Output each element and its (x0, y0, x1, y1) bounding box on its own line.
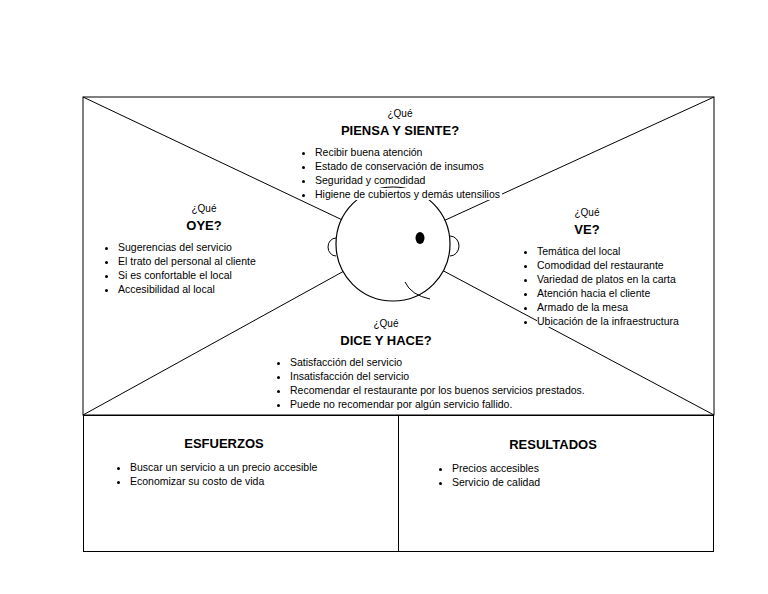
heading-line: ¿Qué (272, 313, 500, 331)
bullet-item: Precios accesibles (452, 461, 713, 475)
face-circle (336, 187, 450, 301)
section-heading: PIENSA Y SIENTE? (339, 123, 461, 139)
heading-line: RESULTADOS (399, 435, 707, 453)
section-heading: RESULTADOS (507, 437, 599, 453)
bullet-list: Temática del localComodidad del restaura… (517, 244, 707, 328)
bullet-text: Puede no recomendar por algún servicio f… (290, 398, 514, 410)
bullet-list: Satisfacción del servicioInsatisfacción … (272, 355, 602, 411)
bullet-text: Servicio de calidad (452, 476, 542, 488)
heading-line: ¿Qué (285, 103, 515, 121)
bullet-text: Estado de conservación de insumos (315, 160, 486, 172)
bullet-item: Armado de la mesa (537, 300, 707, 314)
bullet-item: Higiene de cubiertos y demás utensilios (315, 187, 515, 201)
bullet-text: Atención hacia el cliente (537, 287, 652, 299)
heading-group: ¿QuéOYE? (100, 198, 308, 234)
bullet-text: Economizar su costo de vida (130, 475, 266, 487)
question-label: ¿Qué (572, 207, 601, 219)
bullet-item: Recibir buena atención (315, 145, 515, 159)
heading-line: DICE Y HACE? (272, 331, 500, 349)
bullet-item: El trato del personal al cliente (118, 254, 308, 268)
bullet-text: Recomendar el restaurante por los buenos… (290, 384, 587, 396)
bullet-item: Estado de conservación de insumos (315, 159, 515, 173)
bullet-text: Armado de la mesa (537, 301, 630, 313)
bullet-item: Variedad de platos en la carta (537, 272, 707, 286)
bullet-item: Si es confortable el local (118, 268, 308, 282)
bullet-item: Buscar un servicio a un precio accesible (130, 460, 398, 474)
bullet-text: Insatisfacción del servicio (290, 370, 411, 382)
bullet-text: Ubicación de la infraestructura (537, 315, 681, 327)
bullet-item: Servicio de calidad (452, 475, 713, 489)
heading-line: ¿Qué (100, 198, 308, 216)
bullet-text: El trato del personal al cliente (118, 255, 258, 267)
heading-group: ¿QuéPIENSA Y SIENTE? (285, 103, 515, 139)
section-heading: OYE? (184, 218, 223, 234)
sees-region: ¿QuéVE? Temática del localComodidad del r… (517, 202, 707, 328)
heading-group: ¿QuéDICE Y HACE? (272, 313, 602, 349)
map-frame (83, 97, 714, 415)
bullet-list: Precios accesiblesServicio de calidad (399, 461, 713, 489)
face-ear (450, 236, 459, 256)
says-does-region: ¿QuéDICE Y HACE? Satisfacción del servici… (272, 313, 602, 411)
bullet-text: Temática del local (537, 245, 622, 257)
heading-group: ESFUERZOS (84, 434, 398, 452)
bullet-text: Si es confortable el local (118, 269, 234, 281)
bullet-item: Atención hacia el cliente (537, 286, 707, 300)
bullet-text: Seguridad y comodidad (315, 174, 427, 186)
bullet-item: Temática del local (537, 244, 707, 258)
bullet-item: Puede no recomendar por algún servicio f… (290, 397, 602, 411)
heading-group: RESULTADOS (399, 435, 713, 453)
question-label: ¿Qué (385, 108, 414, 120)
hears-region: ¿QuéOYE? Sugerencias del servicio El trato… (100, 198, 308, 296)
bullet-text: Higiene de cubiertos y demás utensilios (315, 188, 502, 200)
bullet-text: Sugerencias del servicio (118, 241, 234, 253)
efforts-box: ESFUERZOS Buscar un servicio a un precio … (83, 415, 399, 552)
face-ear (328, 238, 336, 256)
face-mouth (405, 282, 430, 299)
bullet-item: Recomendar el restaurante por los buenos… (290, 383, 602, 397)
section-heading: ESFUERZOS (182, 436, 265, 452)
heading-line: ESFUERZOS (84, 434, 364, 452)
heading-line: VE? (517, 220, 657, 238)
bullet-text: Recibir buena atención (315, 146, 424, 158)
heading-line: PIENSA Y SIENTE? (285, 121, 515, 139)
face-eye (416, 232, 425, 244)
thinks-feels-region: ¿QuéPIENSA Y SIENTE? Recibir buena atenci… (285, 103, 515, 201)
bullet-text: Variedad de platos en la carta (537, 273, 678, 285)
bullet-list: Recibir buena atenciónEstado de conserva… (285, 145, 515, 201)
section-heading: VE? (572, 222, 601, 238)
bullet-item: Accesibilidad al local (118, 282, 308, 296)
bullet-list: Sugerencias del servicio El trato del per… (100, 240, 308, 296)
bullet-text: Satisfacción del servicio (290, 356, 404, 368)
section-heading: DICE Y HACE? (338, 333, 433, 349)
heading-line: ¿Qué (517, 202, 657, 220)
bullet-text: Accesibilidad al local (118, 283, 217, 295)
question-label: ¿Qué (189, 203, 218, 215)
question-label: ¿Qué (371, 318, 400, 330)
bullet-item: Satisfacción del servicio (290, 355, 602, 369)
bullet-text: Comodidad del restaurante (537, 259, 666, 271)
heading-group: ¿QuéVE? (517, 202, 707, 238)
bullet-item: Insatisfacción del servicio (290, 369, 602, 383)
bullet-text: Buscar un servicio a un precio accesible (130, 461, 319, 473)
bullet-text: Precios accesibles (452, 462, 541, 474)
bullet-item: Comodidad del restaurante (537, 258, 707, 272)
bullet-item: Economizar su costo de vida (130, 474, 398, 488)
bullet-item: Sugerencias del servicio (118, 240, 308, 254)
results-box: RESULTADOS Precios accesiblesServicio de … (398, 415, 714, 552)
bullet-list: Buscar un servicio a un precio accesible… (84, 460, 398, 488)
heading-line: OYE? (100, 216, 308, 234)
bullet-item: Seguridad y comodidad (315, 173, 515, 187)
bullet-item: Ubicación de la infraestructura (537, 314, 707, 328)
